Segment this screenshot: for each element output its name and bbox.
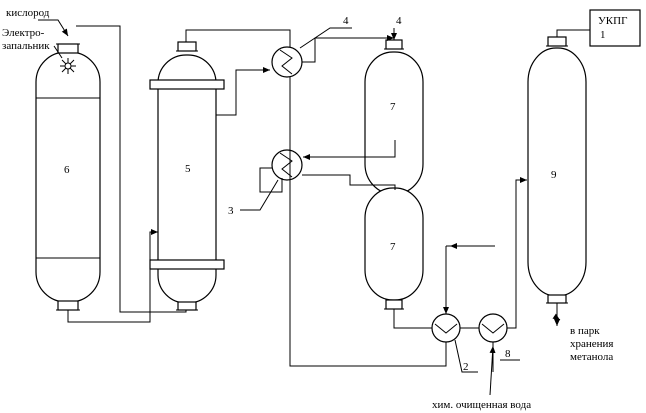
ukpg-unit: УКПГ 1 bbox=[590, 10, 640, 46]
heat-exchanger-8 bbox=[479, 314, 507, 342]
ukpg-label: УКПГ bbox=[598, 15, 627, 27]
ukpg-number: 1 bbox=[600, 29, 606, 41]
vessel-7-top: 7 bbox=[365, 40, 423, 194]
water-label: хим. очищенная вода bbox=[432, 399, 531, 411]
label-7-bottom: 7 bbox=[390, 241, 396, 253]
label-8: 8 bbox=[505, 348, 511, 360]
to-park-label-line3: метанола bbox=[570, 351, 613, 363]
to-park-label-line2: хранения bbox=[570, 338, 613, 350]
oxygen-label: кислород bbox=[6, 7, 50, 19]
to-park-label-line1: в парк bbox=[570, 325, 600, 337]
igniter-label-line1: Электро- bbox=[2, 27, 45, 39]
label-5: 5 bbox=[185, 163, 191, 175]
label-7-top: 7 bbox=[390, 101, 396, 113]
label-3: 3 bbox=[228, 205, 234, 217]
vessel-7-bottom: 7 bbox=[365, 188, 423, 309]
label-4-exchanger: 4 bbox=[343, 15, 349, 27]
vessel-6: 6 bbox=[36, 44, 100, 310]
heat-exchanger-2 bbox=[432, 314, 460, 342]
label-9: 9 bbox=[551, 169, 557, 181]
vessel-5: 5 bbox=[150, 42, 224, 310]
label-4-vessel: 4 bbox=[396, 15, 402, 27]
label-6: 6 bbox=[64, 164, 70, 176]
heat-exchanger-3 bbox=[272, 150, 302, 180]
igniter-icon bbox=[60, 58, 76, 74]
vessel-9: 9 bbox=[528, 37, 586, 303]
igniter-label-line2: запальник bbox=[2, 40, 50, 52]
label-2: 2 bbox=[463, 361, 469, 373]
heat-exchanger-4 bbox=[272, 47, 302, 77]
